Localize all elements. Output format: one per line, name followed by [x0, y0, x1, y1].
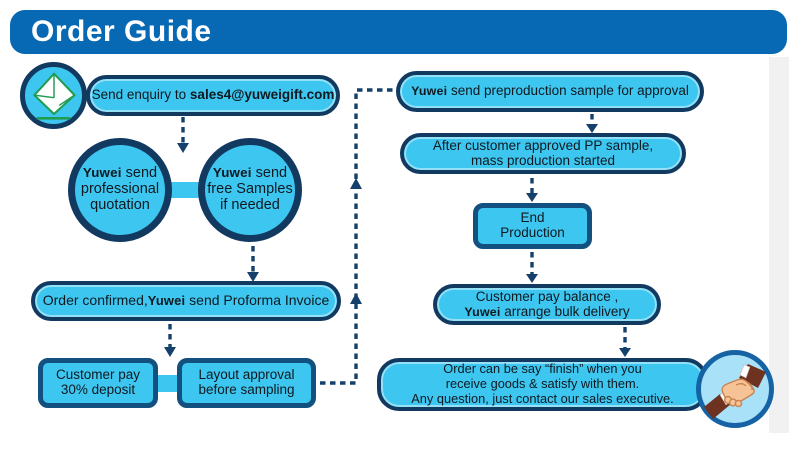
arrowhead-down [619, 348, 631, 357]
node-label: Yuwei send [82, 165, 158, 182]
node-label: Any question, just contact our sales exe… [411, 390, 674, 406]
node-mass-production: After customer approved PP sample, mass … [400, 133, 686, 174]
node-label: Layout approval [198, 367, 295, 383]
arrowhead-down [526, 193, 538, 202]
node-end-production: End Production [473, 203, 592, 249]
node-order-finish: Order can be say “finish” when you recei… [377, 358, 708, 411]
node-send-enquiry: Send enquiry to sales4@yuweigift.com [86, 75, 340, 116]
node-label: End [520, 210, 545, 226]
node-label: professional [80, 181, 160, 198]
envelope-badge [20, 62, 87, 129]
node-label: free Samples [207, 181, 293, 198]
node-label: 30% deposit [60, 382, 136, 397]
node-label: Yuwei arrange bulk delivery [464, 303, 630, 319]
node-layout-approval: Layout approval before sampling [177, 358, 316, 408]
node-label: Order can be say “finish” when you [443, 361, 642, 377]
header-bar: Order Guide [10, 10, 787, 54]
node-label: Send enquiry to sales4@yuweigift.com [91, 87, 335, 103]
arrowhead-down [164, 347, 176, 357]
node-deposit: Customer pay 30% deposit [38, 358, 158, 408]
connector-bar-deposit-layout [154, 375, 181, 392]
node-label: before sampling [198, 382, 295, 397]
page-edge-strip [769, 57, 789, 433]
node-order-confirmed: Order confirmed,Yuwei send Proforma Invo… [31, 281, 341, 321]
page-title: Order Guide [31, 15, 212, 48]
arrowhead-up [350, 293, 362, 304]
node-label: Customer pay [55, 367, 141, 383]
arrowhead-down [526, 274, 538, 283]
handshake-badge [696, 350, 774, 428]
node-professional-quotation: Yuwei send professional quotation [68, 138, 172, 242]
arrowhead-up [350, 178, 362, 189]
handshake-icon [704, 364, 766, 419]
node-label: receive goods & satisfy with them. [445, 376, 640, 392]
arrowhead-down [247, 272, 259, 282]
envelope-icon [32, 72, 76, 120]
node-label: quotation [90, 196, 150, 213]
node-label: Yuwei send preproduction sample for appr… [411, 83, 689, 99]
node-pay-balance: Customer pay balance , Yuwei arrange bul… [433, 284, 661, 325]
arrowhead-down [177, 143, 189, 153]
email-text: sales4@yuweigift.com [189, 87, 335, 103]
node-label: Yuwei send [212, 165, 288, 182]
node-free-samples: Yuwei send free Samples if needed [198, 138, 302, 242]
node-label: Production [500, 225, 565, 240]
connector-layout-to-preproduction [320, 88, 394, 385]
arrowhead-down [586, 124, 598, 133]
node-label: Customer pay balance , [475, 288, 619, 304]
node-label: if needed [220, 196, 280, 213]
connector-bar-circles [166, 182, 204, 198]
node-label: After customer approved PP sample, [432, 137, 654, 153]
node-preproduction-sample: Yuwei send preproduction sample for appr… [396, 71, 704, 112]
node-label: mass production started [470, 152, 616, 168]
node-label: Order confirmed,Yuwei send Proforma Invo… [42, 292, 330, 309]
